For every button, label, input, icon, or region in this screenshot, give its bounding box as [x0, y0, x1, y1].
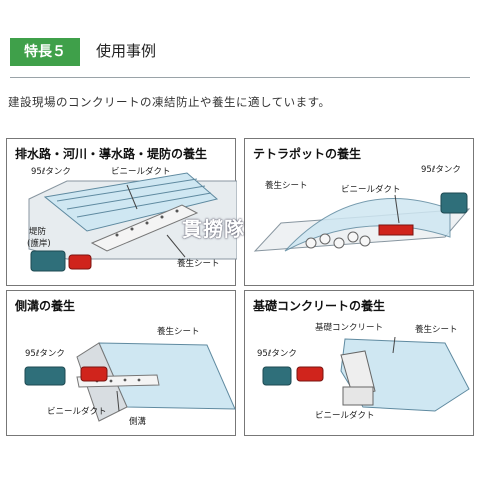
duct-label: ビニールダクト: [111, 167, 171, 177]
panel-title: 排水路・河川・導水路・堤防の養生: [15, 147, 208, 161]
sheet-label: 養生シート: [265, 181, 308, 191]
header-divider: [10, 77, 470, 78]
foundation-illustration: [262, 336, 470, 412]
drainage-illustration: [28, 172, 237, 272]
duct-label: ビニールダクト: [315, 411, 375, 421]
panel-tetrapod: テトラポットの養生 95ℓタンク 養生シート ビニールダクト: [244, 138, 474, 286]
lead-text: 建設現場のコンクリートの凍結防止や養生に適しています。: [8, 95, 331, 109]
panel-title: 側溝の養生: [15, 299, 76, 313]
tetrapod-illustration: [253, 192, 471, 252]
feature-badge: 特長５: [10, 38, 80, 66]
duct-label: ビニールダクト: [47, 407, 107, 417]
tank-label: 95ℓタンク: [257, 349, 297, 359]
tank-label: 95ℓタンク: [31, 167, 71, 177]
panel-foundation: 基礎コンクリートの養生 基礎コンクリート 養生シート 95ℓタンク ビニールダク…: [244, 290, 474, 436]
panel-gutter: 側溝の養生 養生シート 95ℓタンク ビニールダクト 側溝: [6, 290, 236, 436]
panel-title: 基礎コンクリートの養生: [253, 299, 386, 313]
foundation-concrete-label: 基礎コンクリート: [315, 323, 384, 333]
gutter-label: 側溝: [129, 417, 147, 427]
gutter-illustration: [24, 342, 236, 422]
duct-label: ビニールダクト: [341, 185, 401, 195]
section-title: 使用事例: [96, 42, 157, 60]
panel-title: テトラポットの養生: [253, 147, 362, 161]
panel-drainage: 排水路・河川・導水路・堤防の養生 95ℓタンク ビニールダクト 堤防 (護岸) …: [6, 138, 237, 286]
sheet-label: 養生シート: [157, 327, 200, 337]
tank-label: 95ℓタンク: [25, 349, 65, 359]
watermark-text: 貫撈隊: [182, 217, 245, 241]
embankment-label: 堤防: [29, 227, 47, 237]
tank-label: 95ℓタンク: [421, 165, 461, 175]
sheet-label: 養生シート: [415, 325, 458, 335]
sheet-label: 養生シート: [177, 259, 220, 269]
shore-label: (護岸): [27, 239, 51, 249]
section-header: 特長５ 使用事例: [0, 0, 480, 96]
